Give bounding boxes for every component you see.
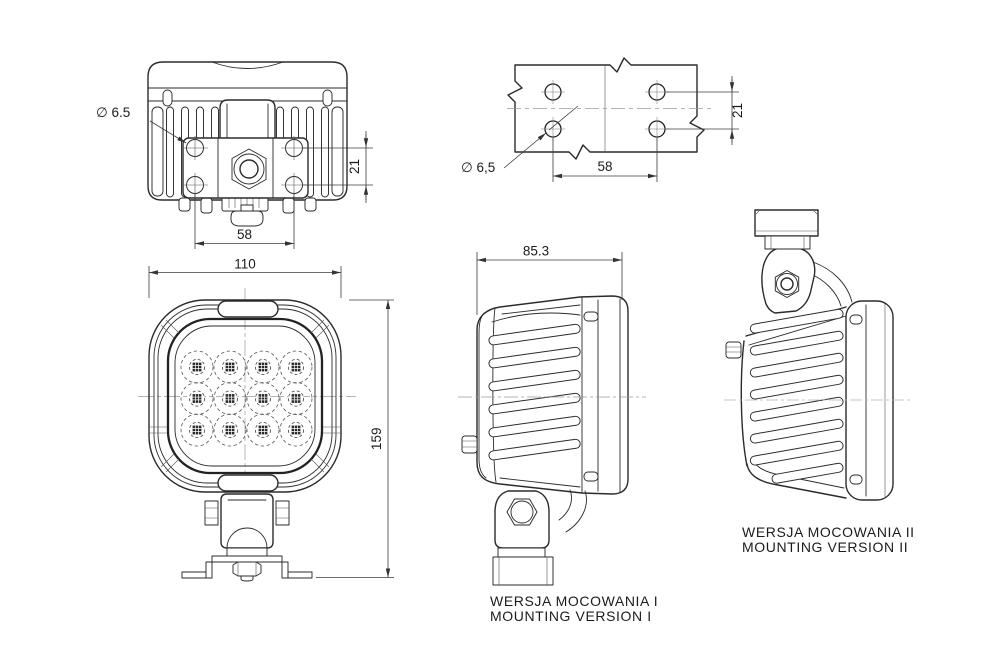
side1-pedestal [492,556,554,586]
side1-dim-85-3: 85.3 [523,244,549,259]
side-view-1: 85.3 WERSJA MOCOWANIA I MOUNTING VERSION… [458,244,658,624]
rear-center-nut [231,148,267,190]
led [279,350,313,384]
front-dim-110: 110 [234,257,256,272]
front-dim-159: 159 [369,428,384,451]
led-array [180,350,313,447]
side2-pedestal [754,209,819,237]
side1-caption-line2: MOUNTING VERSION I [490,608,652,624]
front-top-tab [217,300,279,318]
side2-body [724,300,910,501]
led [246,350,280,384]
led [213,382,247,415]
side-view-2: WERSJA MOCOWANIA II MOUNTING VERSION II [724,209,915,555]
side1-bracket [492,489,587,586]
side2-bracket [754,209,853,314]
led [279,382,313,415]
rear-bottom-teeth [178,195,317,227]
led [180,350,214,384]
rear-heatsink-fins [151,106,344,198]
front-lens-edge [174,325,316,467]
rear-dim-21: 21 [347,159,362,174]
foot-nut [232,561,262,582]
template-hole-dia-label: ∅ 6,5 [461,160,495,175]
led [180,382,214,415]
front-corner-seams [149,319,341,473]
template-dim-58: 58 [597,159,612,174]
rear-dimensions: ∅ 6.5 21 58 [96,105,373,249]
side2-caption: WERSJA MOCOWANIA II MOUNTING VERSION II [742,524,915,555]
rear-hole-dia-label: ∅ 6.5 [96,105,130,120]
led [180,413,214,447]
side1-dimension: 85.3 [476,244,623,315]
front-dimensions: 110 159 [148,257,394,578]
front-bottom-bracket [181,493,313,582]
side2-bolt [774,270,800,298]
side1-body-outline [476,295,629,495]
front-bezel [166,317,324,475]
front-housing-outline [148,299,342,493]
drill-template-view: ∅ 6,5 58 21 [461,57,745,182]
front-bottom-tab [217,474,279,492]
led [213,413,247,447]
rear-connector-plug [230,210,264,227]
side2-connector [725,341,742,359]
side1-hex-bolt [506,498,538,526]
rear-view: ∅ 6.5 21 58 [96,61,373,249]
side1-connector [461,435,478,454]
rear-dim-58: 58 [237,227,252,242]
rear-cable-box [219,99,276,141]
led [246,413,280,447]
front-view: 110 159 [138,257,394,582]
side1-caption-line1: WERSJA MOCOWANIA I [490,593,658,609]
side2-caption-line2: MOUNTING VERSION II [742,539,908,555]
side2-lens-block [845,300,894,501]
led [279,413,313,447]
rear-bracket-plate [182,137,309,199]
side1-caption: WERSJA MOCOWANIA I MOUNTING VERSION I [490,593,658,624]
template-plate-outline [507,57,705,160]
led [213,350,247,384]
rear-bracket-holes [182,136,307,197]
side2-heatsink-ribs [749,308,845,485]
template-dim-21: 21 [730,103,745,118]
side2-caption-line1: WERSJA MOCOWANIA II [742,524,915,540]
template-dimensions: ∅ 6,5 58 21 [461,76,745,182]
led [246,382,280,415]
